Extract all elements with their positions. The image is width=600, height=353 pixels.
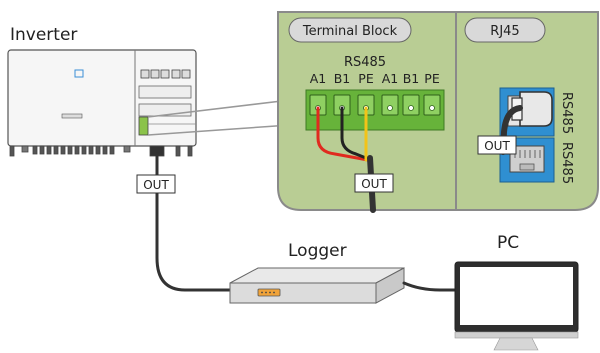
out-terminal-label: OUT (361, 177, 387, 191)
inverter-label: Inverter (10, 25, 77, 45)
pin-labels: A1 B1 PE A1 B1 PE (310, 71, 440, 86)
rs485-group-label: RS485 (344, 55, 386, 70)
out-inverter-label: OUT (143, 178, 169, 192)
logger-pc-cable (402, 281, 458, 292)
inverter-device (7, 49, 197, 157)
pc-monitor (454, 261, 579, 351)
pin-label: PE (424, 71, 440, 86)
pin-label: A1 (382, 71, 399, 86)
out-rj45-label: OUT (484, 139, 510, 153)
rj45-header (464, 17, 546, 43)
terminal-block (305, 89, 445, 131)
out-rj45-box (477, 135, 517, 155)
out-inverter-box (136, 174, 176, 194)
pin-label: B1 (403, 71, 420, 86)
rs485-port-label: RS485 (559, 142, 574, 184)
pc-label: PC (497, 233, 519, 253)
pin-label: PE (358, 71, 374, 86)
rs485-port-label: RS485 (559, 92, 574, 134)
rj45-plug (511, 91, 553, 127)
inverter-logger-cable (155, 152, 242, 292)
logger-device (229, 267, 405, 304)
pin-label: A1 (310, 71, 327, 86)
rj45-cable (500, 105, 523, 155)
rj45-label: RJ45 (490, 24, 519, 39)
pin-label: B1 (334, 71, 351, 86)
terminal-block-label: Terminal Block (302, 24, 398, 39)
zoom-lines (147, 99, 291, 136)
rj45-port-bottom (499, 137, 555, 183)
out-terminal-box (354, 173, 394, 193)
logger-label: Logger (288, 241, 347, 261)
terminal-block-header (288, 17, 412, 43)
